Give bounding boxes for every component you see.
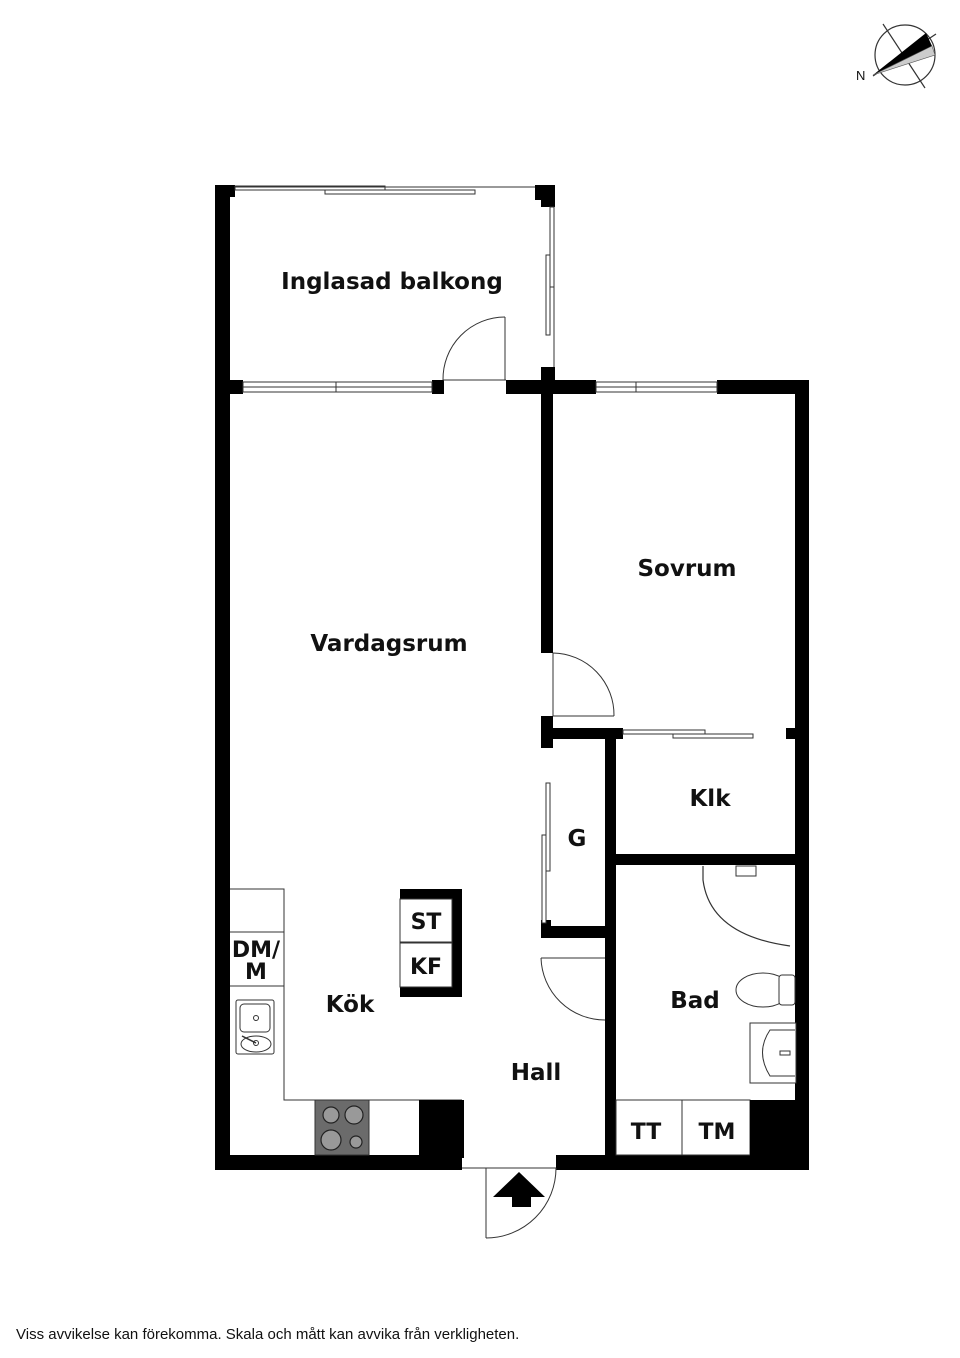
room-label-g: G	[568, 826, 587, 852]
fixture-label-dm: DM/	[232, 938, 281, 963]
fixture-label-kf: KF	[410, 955, 442, 980]
disclaimer-text: Viss avvikelse kan förekomma. Skala och …	[16, 1326, 520, 1343]
kitchen-counter	[230, 888, 464, 1158]
fridge-freezer-unit	[399, 889, 462, 997]
sink-icon	[235, 999, 275, 1055]
room-label-living: Vardagsrum	[310, 631, 467, 657]
room-label-bath: Bad	[670, 988, 720, 1014]
room-label-balcony: Inglasad balkong	[281, 269, 503, 295]
toilet-icon	[735, 972, 796, 1008]
bedroom-door[interactable]	[552, 652, 615, 717]
fixture-label-tt: TT	[631, 1120, 662, 1145]
interior-walls	[541, 385, 796, 1160]
room-label-klk: Klk	[689, 786, 731, 812]
bathroom-door[interactable]	[540, 957, 606, 1021]
laundry-units	[615, 1099, 796, 1160]
exterior-walls	[215, 380, 809, 1170]
room-label-bedroom: Sovrum	[637, 556, 736, 582]
shower-icon	[702, 865, 791, 947]
fixture-label-tm: TM	[699, 1120, 736, 1145]
fixture-label-m: M	[245, 960, 267, 985]
fixture-label-st: ST	[411, 910, 442, 935]
room-label-kitchen: Kök	[326, 992, 375, 1018]
balcony-walls	[215, 185, 555, 385]
room-label-hall: Hall	[511, 1060, 562, 1086]
stove-icon	[314, 1099, 370, 1156]
washbasin-icon	[749, 1022, 797, 1084]
balcony-door[interactable]	[442, 316, 506, 381]
compass-north-label: N	[856, 68, 865, 83]
entrance-door[interactable]	[462, 1167, 557, 1239]
compass-icon: N	[856, 23, 937, 89]
entrance-arrow-icon	[493, 1172, 545, 1207]
